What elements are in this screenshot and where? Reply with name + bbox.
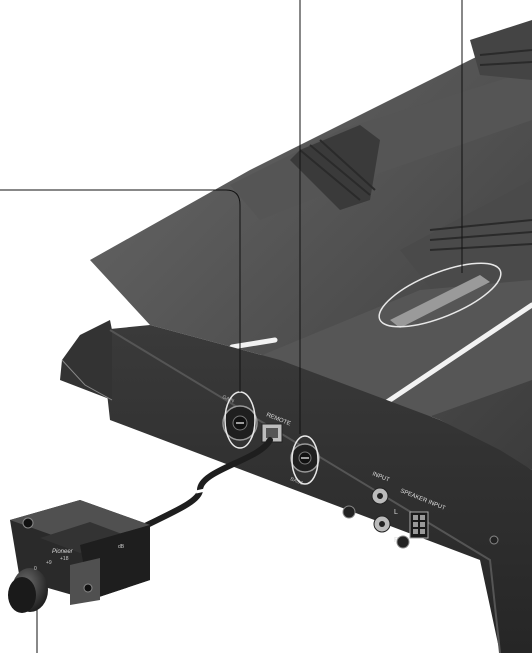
- remote-brand-label: Pioneer: [52, 549, 74, 555]
- speaker-input-connector[interactable]: [409, 511, 429, 539]
- bass-control[interactable]: [290, 443, 320, 473]
- remote-scale-max: +18: [60, 556, 69, 562]
- amplifier-top-surface: [90, 20, 532, 470]
- bass-control-label: BASS: [289, 476, 304, 487]
- remote-scale-min: 0: [34, 566, 37, 572]
- gain-control[interactable]: [222, 405, 258, 441]
- rca-input-right[interactable]: [373, 515, 391, 533]
- callout-ellipse-mid: [291, 435, 319, 485]
- input-right-label: R: [394, 537, 399, 544]
- remote-unit-label: dB: [118, 544, 125, 550]
- callout-ellipse-top: [378, 262, 502, 328]
- bass-remote-controller[interactable]: [8, 500, 150, 613]
- callout-lines: [0, 0, 463, 653]
- gain-control-label: GAIN: [221, 394, 235, 404]
- rca-input-left[interactable]: [371, 487, 389, 505]
- remote-scale-mid: +9: [46, 560, 52, 566]
- screws: [342, 505, 499, 549]
- input-left-label: L: [394, 509, 398, 516]
